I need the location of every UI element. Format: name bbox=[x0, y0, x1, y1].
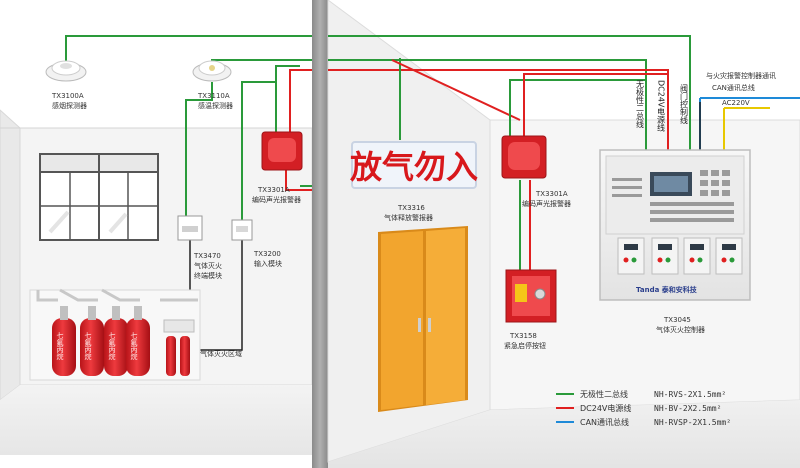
can-note-1: 与火灾报警控制器通讯 bbox=[706, 71, 776, 80]
wires-right bbox=[328, 35, 800, 270]
release-sign-name: 气体释放警报器 bbox=[384, 213, 433, 222]
cylinder-2: 七氟丙烷 bbox=[80, 306, 104, 376]
legend-name-power: DC24V电源线 bbox=[580, 403, 631, 413]
controller-name: 气体灭火控制器 bbox=[656, 325, 705, 334]
window bbox=[39, 153, 159, 241]
terminal-module-name-1: 气体灭火 bbox=[194, 261, 222, 270]
smoke-detector: TX3100A 感烟探测器 bbox=[45, 60, 87, 110]
release-sign-text: 放气勿入 bbox=[350, 148, 478, 186]
input-module-name: 输入模块 bbox=[254, 259, 282, 268]
alarm-left-name: 编码声光报警器 bbox=[252, 195, 301, 204]
heat-detector-name: 感温探测器 bbox=[198, 101, 233, 110]
wire-label-bus: 无极性二总线 bbox=[636, 80, 645, 128]
legend-spec-can: NH-RVSP-2X1.5mm² bbox=[654, 418, 731, 427]
legend-spec-bus: NH-RVS-2X1.5mm² bbox=[654, 390, 726, 399]
ac-label: AC220V bbox=[722, 99, 750, 107]
controller-keypad bbox=[612, 170, 734, 222]
alarm-right: TX3301A 编码声光报警器 bbox=[501, 135, 571, 208]
cylinder-3: 七氟丙烷 bbox=[104, 306, 128, 376]
start-cylinders bbox=[163, 319, 195, 376]
cylinder-1-label: 七氟丙烷 bbox=[56, 331, 64, 361]
controller-panel: Tanda 泰和安科技 TX3045 气体灭火控制器 bbox=[599, 149, 751, 334]
emergency-button: TX3158 紧急启停按钮 bbox=[504, 269, 557, 350]
cylinder-4: 七氟丙烷 bbox=[126, 306, 150, 376]
alarm-left-model: TX3301A bbox=[257, 186, 290, 194]
zone-modules bbox=[617, 237, 743, 275]
input-module: TX3200 输入模块 bbox=[231, 219, 282, 268]
alarm-left: TX3301A 编码声光报警器 bbox=[252, 131, 303, 204]
terminal-module: TX3470 气体灭火 终端模块 bbox=[177, 215, 222, 280]
zone-label: 气体灭火区域 bbox=[200, 349, 242, 358]
wire-label-power: DC24V电源线 bbox=[657, 80, 666, 131]
wire-label-valve: 阀门控制线 bbox=[680, 84, 689, 124]
controller-brand: Tanda 泰和安科技 bbox=[636, 285, 698, 294]
controller-model: TX3045 bbox=[663, 316, 691, 324]
terminal-module-name-2: 终端模块 bbox=[194, 271, 222, 280]
cylinder-2-label: 七氟丙烷 bbox=[84, 331, 92, 361]
release-sign-model: TX3316 bbox=[397, 204, 425, 212]
release-sign: 放气勿入 TX3316 气体释放警报器 bbox=[350, 141, 478, 222]
wall-pillar bbox=[312, 0, 328, 468]
input-module-model: TX3200 bbox=[253, 250, 281, 258]
alarm-right-model: TX3301A bbox=[535, 190, 568, 198]
heat-detector-model: TX3110A bbox=[197, 92, 230, 100]
legend-name-bus: 无极性二总线 bbox=[580, 389, 628, 399]
legend-name-can: CAN通讯总线 bbox=[580, 417, 629, 427]
cylinder-4-label: 七氟丙烷 bbox=[130, 331, 138, 361]
legend-spec-power: NH-BV-2X2.5mm² bbox=[654, 404, 721, 413]
cylinder-3-label: 七氟丙烷 bbox=[108, 331, 116, 361]
smoke-detector-model: TX3100A bbox=[51, 92, 84, 100]
alarm-right-name: 编码声光报警器 bbox=[522, 199, 571, 208]
gas-cylinder-rack: 七氟丙烷 七氟丙烷 七氟丙烷 七氟丙烷 气体灭火区域 bbox=[29, 288, 242, 381]
terminal-module-model: TX3470 bbox=[193, 252, 221, 260]
heat-detector: TX3110A 感温探测器 bbox=[192, 60, 233, 110]
double-door bbox=[378, 226, 468, 412]
can-note-2: CAN通讯总线 bbox=[712, 83, 755, 92]
cylinder-1: 七氟丙烷 bbox=[52, 306, 76, 376]
emergency-button-model: TX3158 bbox=[509, 332, 537, 340]
emergency-button-name: 紧急启停按钮 bbox=[504, 341, 546, 350]
legend: 无极性二总线 NH-RVS-2X1.5mm² DC24V电源线 NH-BV-2X… bbox=[556, 389, 731, 427]
smoke-detector-name: 感烟探测器 bbox=[52, 101, 87, 110]
